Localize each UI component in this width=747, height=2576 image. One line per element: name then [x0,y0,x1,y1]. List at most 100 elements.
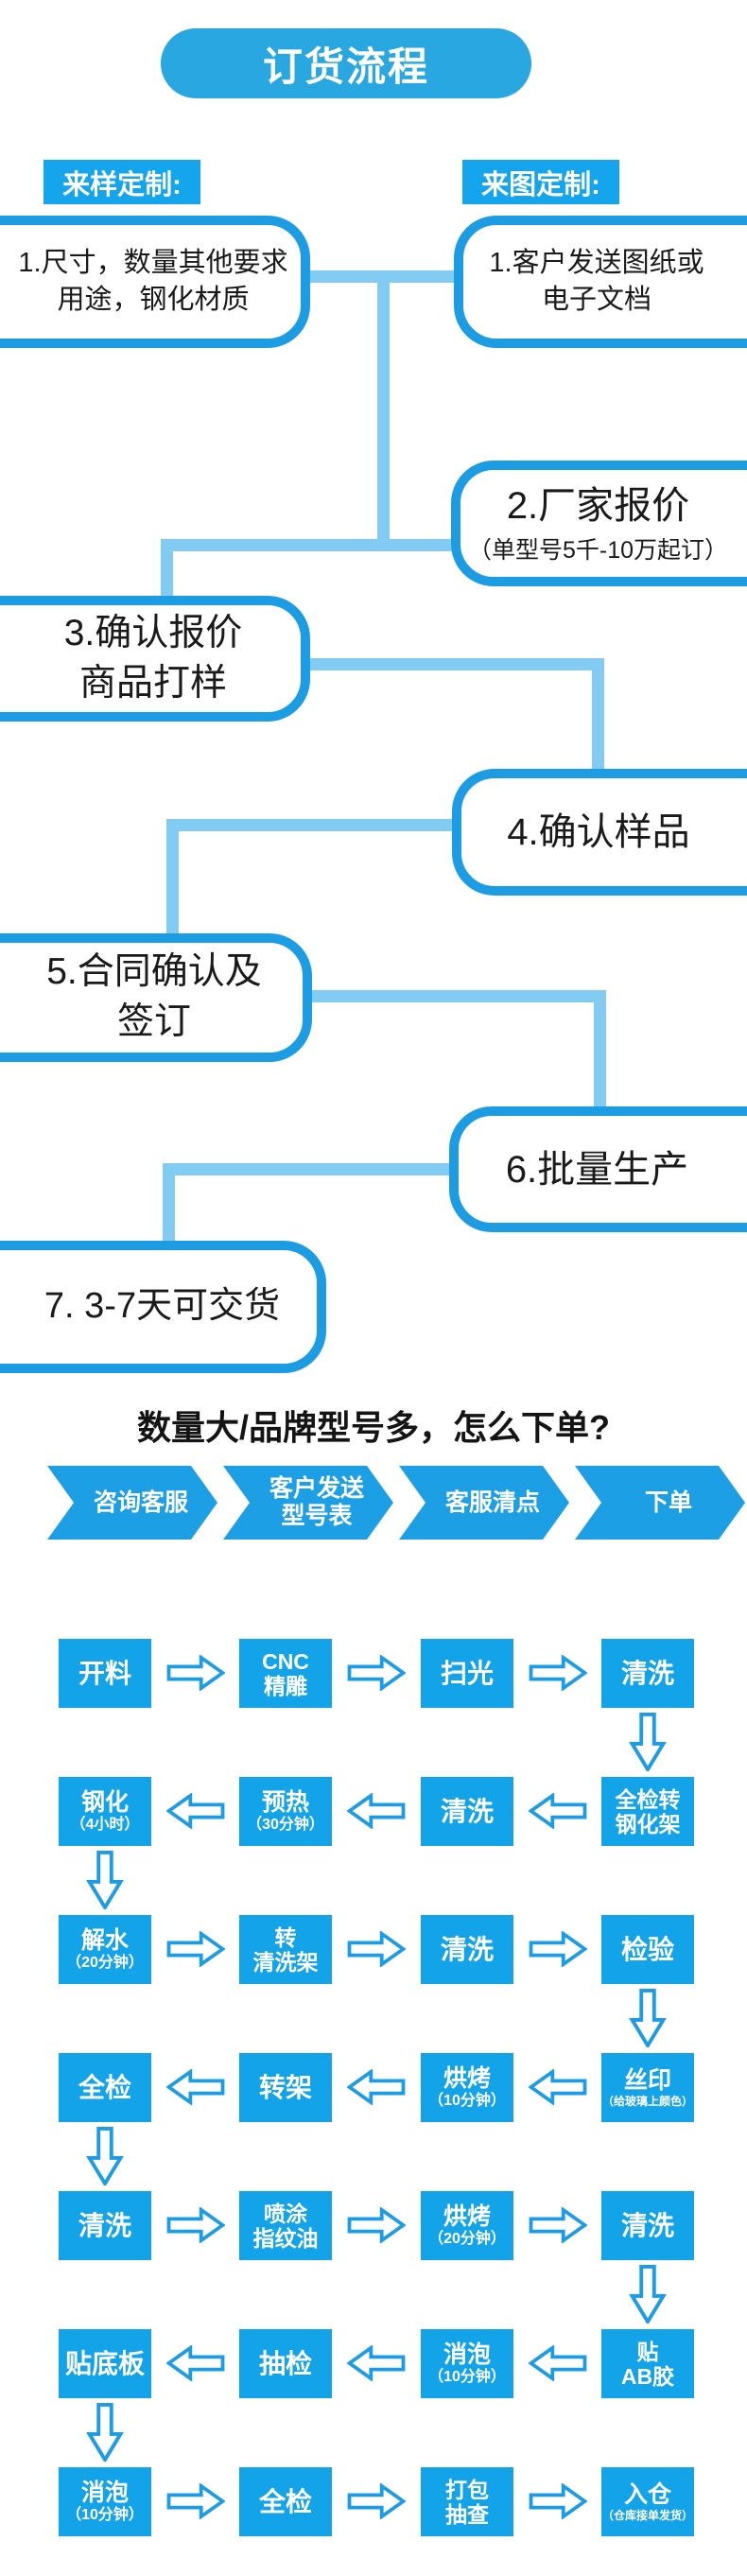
connector-segment [161,539,456,551]
process-step-label: 解水 [80,1926,129,1954]
process-step: 转清洗架 [239,1915,332,1984]
arrow-right-icon [166,2207,225,2243]
process-step-duration: （10分钟） [66,2506,144,2523]
connector-segment [308,990,606,1002]
process-step: 转架 [239,2053,332,2122]
process-step-label: 清洗 [440,1796,494,1826]
arrow-right-icon [347,2207,406,2243]
flow-box-delivery: 7. 3-7天可交货 [0,1241,326,1373]
arrow-down-icon [86,2403,124,2462]
process-step-label: 烘烤 [443,2064,491,2092]
chevron-step-label: 客服清点 [444,1488,540,1516]
flow-box-text: 1.尺寸，数量其他要求 [18,247,288,278]
arrow-right-icon [529,2207,587,2243]
process-step-label: 指纹油 [252,2225,319,2251]
process-step-label: 预热 [261,1788,309,1816]
process-step: 清洗 [59,2191,151,2260]
process-step-duration: （20分钟） [428,2230,506,2247]
arrow-left-icon [165,1793,224,1829]
connector-segment [306,658,604,670]
process-step: 清洗 [601,2191,694,2260]
process-step: 喷涂指纹油 [239,2191,332,2260]
flow-box-text: 用途，钢化材质 [57,285,250,315]
process-step: 扫光 [421,1639,513,1708]
flow-box-confirm-quote: 3.确认报价 商品打样 [0,596,310,722]
arrow-down-icon [86,1851,124,1909]
connector-segment [592,658,604,774]
process-step-label: 清洗 [620,1658,674,1688]
process-step-duration: （给玻璃上颜色） [601,2094,693,2108]
flow-box-subtext: （单型号5千-10万起订） [467,537,729,565]
flow-box-text: 7. 3-7天可交货 [43,1286,281,1327]
process-step: 清洗 [421,1777,513,1846]
process-step: 全检 [239,2467,332,2536]
flow-box-mass-production: 6.批量生产 [449,1106,747,1232]
flow-box-text: 6.批量生产 [505,1148,689,1191]
chevron-step: 下单 [575,1466,745,1540]
process-step: 入仓（仓库接单发货） [601,2467,694,2536]
process-step-label: 喷涂 [264,2201,307,2226]
arrow-right-icon [529,1655,587,1691]
process-step-label: 全检转 [615,1786,681,1812]
process-step-label: 钢化 [80,1788,129,1816]
process-step-label: 烘烤 [443,2202,491,2230]
process-step-label: 抽检 [258,2348,312,2378]
flow-box-sample-requirements: 1.尺寸，数量其他要求 用途，钢化材质 [0,216,310,348]
process-step: 打包抽查 [421,2467,513,2536]
process-step-label: 扫光 [440,1658,494,1688]
process-step-duration: （4小时） [70,1816,140,1833]
process-step: 清洗 [421,1915,513,1984]
arrow-down-icon [629,1713,667,1771]
process-step-duration: （30分钟） [247,1816,324,1833]
arrow-left-icon [528,1793,586,1829]
flow-box-text: 签订 [116,1001,191,1042]
process-step: 消泡（10分钟） [59,2467,151,2536]
process-step-label: 抽查 [445,2501,489,2527]
process-step: 全检 [59,2053,151,2122]
process-step: 清洗 [601,1639,694,1708]
connector-segment [163,1163,175,1246]
flow-box-text: 3.确认报价 [63,612,243,653]
process-step: 检验 [601,1915,694,1984]
process-step-label: 钢化架 [615,1811,681,1836]
chevron-step: 客户发送型号表 [223,1466,393,1540]
chevron-step-label: 客户发送 [269,1475,364,1502]
arrow-left-icon [347,2345,406,2381]
flow-box-text: 电子文档 [541,285,651,315]
arrow-left-icon [528,2069,586,2105]
question-heading: 数量大/品牌型号多，怎么下单? [137,1408,610,1447]
process-step: 丝印（给玻璃上颜色） [601,2053,694,2122]
process-step: 烘烤（20分钟） [421,2191,513,2260]
flow-box-text: 2.厂家报价 [506,485,690,528]
page-title-text: 订货流程 [262,44,429,89]
process-step-label: 检验 [620,1934,674,1964]
process-step-label: 贴底板 [64,2348,145,2378]
process-step: 钢化（4小时） [59,1777,151,1846]
arrow-right-icon [347,1655,406,1691]
chevron-step: 客服清点 [399,1466,569,1540]
process-step-label: 贴 [636,2339,659,2364]
process-step: 消泡（10分钟） [421,2329,513,2398]
flow-box-text: 5.合同确认及 [46,951,262,993]
chevron-step: 咨询客服 [47,1466,217,1540]
chevron-step-label: 下单 [644,1488,692,1516]
flow-box-text: 4.确认样品 [507,811,690,853]
arrow-left-icon [165,2345,224,2381]
process-step-label: 清洗架 [252,1949,319,1975]
arrow-right-icon [347,1931,406,1967]
process-step-label: 全检 [258,2486,312,2516]
flow-box-contract-sign: 5.合同确认及 签订 [0,933,312,1062]
process-step: 烘烤（10分钟） [421,2053,513,2122]
connector-segment [377,270,390,551]
process-step-duration: （10分钟） [428,2368,506,2385]
process-step-label: 全检 [78,2072,131,2102]
process-step: 抽检 [239,2329,332,2398]
process-step-duration: （仓库接单发货） [601,2508,693,2522]
process-step-label: 清洗 [440,1934,494,1964]
arrow-right-icon [166,2483,225,2519]
arrow-right-icon [529,1931,587,1967]
branch-label-drawing-text: 来图定制: [481,169,600,200]
